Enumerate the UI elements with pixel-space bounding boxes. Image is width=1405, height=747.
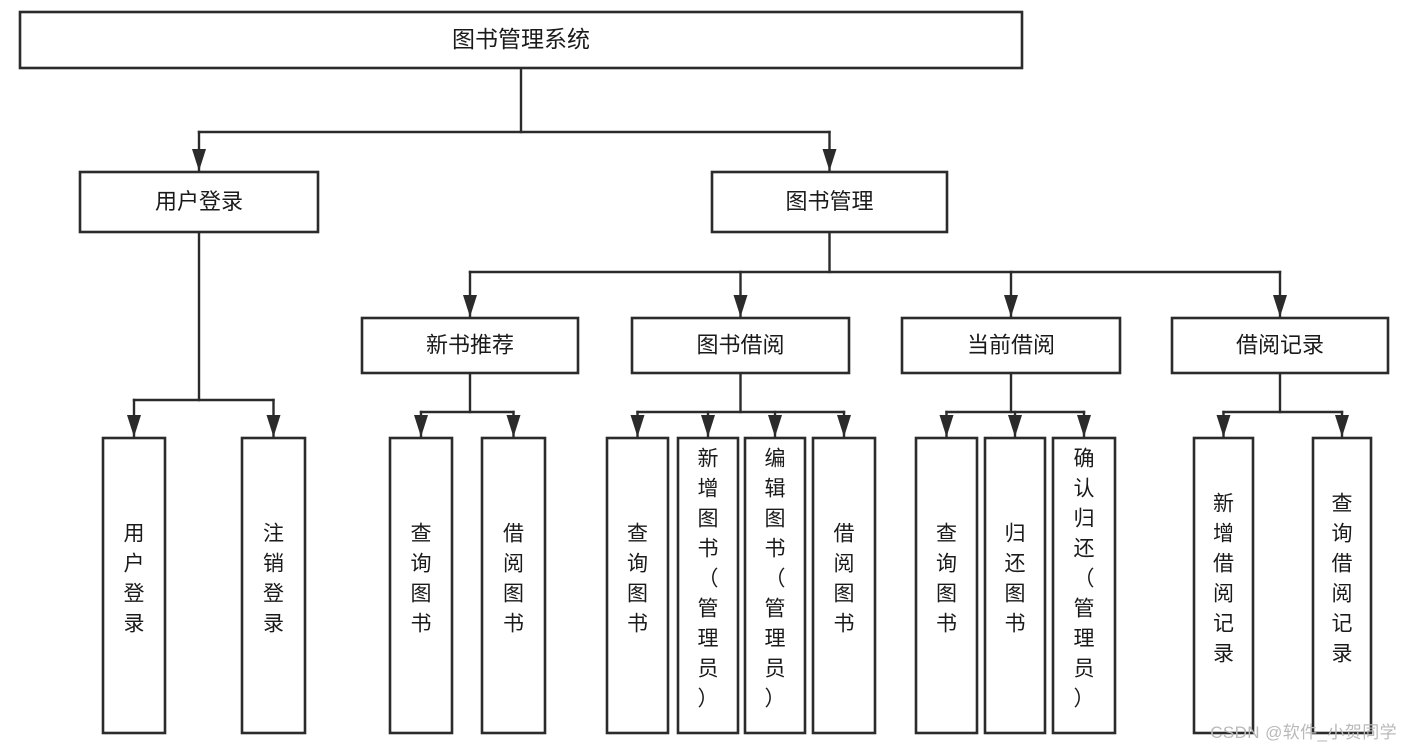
leaf-node-leaf-logout[interactable]: 注销登录: [240, 436, 307, 735]
arrow-down-icon: [701, 415, 715, 437]
leaf-node-leaf-return-book[interactable]: 归还图书: [983, 436, 1047, 735]
leaf-node-leaf-confirm-return-box: [1051, 436, 1117, 735]
level3-node-current-borrow-label: 当前借阅: [967, 332, 1055, 357]
leaf-node-leaf-borrow-book-2-label: 借阅图书: [834, 523, 855, 636]
level3-node-current-borrow[interactable]: 当前借阅: [900, 316, 1122, 375]
leaf-node-leaf-logout-label: 注销登录: [263, 523, 284, 636]
level3-node-current-borrow-box: [900, 316, 1122, 375]
leaf-node-leaf-borrow-book-1[interactable]: 借阅图书: [480, 436, 547, 735]
arrow-down-icon: [939, 415, 954, 437]
level3-node-book-borrow[interactable]: 图书借阅: [630, 316, 851, 375]
level2-node-user-login-label: 用户登录: [155, 189, 243, 214]
level2-node-user-login-box: [78, 170, 320, 234]
leaf-node-leaf-query-record-box: [1311, 436, 1373, 735]
leaf-node-leaf-logout-box: [240, 436, 307, 735]
leaf-node-leaf-query-book-1-box: [388, 436, 454, 735]
arrow-down-icon: [1335, 415, 1349, 437]
arrow-down-icon: [1004, 295, 1018, 317]
level2-node-user-login[interactable]: 用户登录: [78, 170, 320, 234]
leaf-node-leaf-confirm-return[interactable]: 确认归还（管理员）: [1051, 436, 1117, 735]
level3-node-new-book-recommend-label: 新书推荐: [426, 332, 514, 357]
arrow-down-icon: [414, 415, 428, 437]
arrow-down-icon: [192, 149, 206, 171]
leaf-node-leaf-user-login-label: 用户登录: [124, 523, 145, 636]
level2-node-book-management[interactable]: 图书管理: [710, 170, 949, 234]
arrow-down-icon: [1008, 415, 1022, 437]
leaf-node-leaf-borrow-book-1-label: 借阅图书: [503, 523, 524, 636]
level2-node-book-management-label: 图书管理: [785, 189, 873, 214]
level3-node-borrow-record[interactable]: 借阅记录: [1170, 316, 1390, 375]
arrow-down-icon: [1216, 415, 1231, 437]
leaf-node-leaf-user-login-box: [101, 436, 167, 735]
leaf-node-leaf-query-record[interactable]: 查询借阅记录: [1311, 436, 1373, 735]
arrow-down-icon: [266, 415, 281, 437]
arrow-down-icon: [630, 415, 645, 437]
leaf-node-leaf-query-book-2-label: 查询图书: [627, 523, 648, 636]
leaf-node-leaf-query-book-2-box: [605, 436, 670, 735]
level3-node-book-borrow-box: [630, 316, 851, 375]
arrow-down-icon: [768, 415, 782, 437]
level3-node-new-book-recommend-box: [360, 316, 580, 375]
root-node-book-management-system-box: [18, 10, 1024, 70]
leaf-node-leaf-edit-book-label: 编辑图书（管理员）: [765, 448, 786, 711]
connector-layer: [127, 66, 1349, 439]
leaf-node-leaf-query-book-1-label: 查询图书: [411, 523, 432, 636]
arrow-down-icon: [733, 295, 748, 317]
leaf-node-leaf-add-record-box: [1192, 436, 1255, 735]
leaf-node-leaf-user-login[interactable]: 用户登录: [101, 436, 167, 735]
arrow-down-icon: [822, 149, 837, 171]
level3-node-borrow-record-label: 借阅记录: [1236, 332, 1324, 357]
leaf-node-leaf-add-record-label: 新增借阅记录: [1213, 493, 1234, 666]
leaf-node-leaf-edit-book-box: [743, 436, 807, 735]
level3-node-borrow-record-box: [1170, 316, 1390, 375]
leaf-node-leaf-add-book-box: [676, 436, 740, 735]
leaf-node-leaf-return-book-box: [983, 436, 1047, 735]
leaf-node-leaf-query-book-3-label: 查询图书: [936, 523, 957, 636]
root-node-book-management-system-label: 图书管理系统: [452, 26, 590, 52]
level3-node-book-borrow-label: 图书借阅: [696, 332, 784, 357]
arrow-down-icon: [463, 295, 477, 317]
level2-node-book-management-box: [710, 170, 949, 234]
leaf-node-leaf-add-book[interactable]: 新增图书（管理员）: [676, 436, 740, 735]
leaf-node-leaf-borrow-book-1-box: [480, 436, 547, 735]
leaf-node-leaf-borrow-book-2[interactable]: 借阅图书: [811, 436, 877, 735]
arrow-down-icon: [1077, 415, 1091, 437]
leaf-node-leaf-query-book-2[interactable]: 查询图书: [605, 436, 670, 735]
leaf-node-leaf-query-book-1[interactable]: 查询图书: [388, 436, 454, 735]
arrow-down-icon: [837, 415, 851, 437]
leaf-node-leaf-edit-book[interactable]: 编辑图书（管理员）: [743, 436, 807, 735]
root-node-book-management-system[interactable]: 图书管理系统: [18, 10, 1024, 70]
level3-node-new-book-recommend[interactable]: 新书推荐: [360, 316, 580, 375]
leaf-node-leaf-add-book-label: 新增图书（管理员）: [698, 448, 719, 711]
arrow-down-icon: [127, 415, 141, 437]
leaf-node-leaf-query-book-3[interactable]: 查询图书: [914, 436, 979, 735]
arrow-down-icon: [506, 415, 521, 437]
arrow-down-icon: [1273, 295, 1287, 317]
leaf-node-leaf-return-book-label: 归还图书: [1005, 523, 1026, 636]
leaf-node-leaf-add-record[interactable]: 新增借阅记录: [1192, 436, 1255, 735]
leaf-node-leaf-query-record-label: 查询借阅记录: [1332, 493, 1353, 666]
leaf-node-leaf-query-book-3-box: [914, 436, 979, 735]
watermark-text: CSDN @软件_小贺同学: [1210, 723, 1397, 742]
node-layer: 图书管理系统用户登录图书管理新书推荐图书借阅当前借阅借阅记录用户登录注销登录查询…: [18, 10, 1390, 735]
leaf-node-leaf-confirm-return-label: 确认归还（管理员）: [1074, 448, 1095, 711]
leaf-node-leaf-borrow-book-2-box: [811, 436, 877, 735]
